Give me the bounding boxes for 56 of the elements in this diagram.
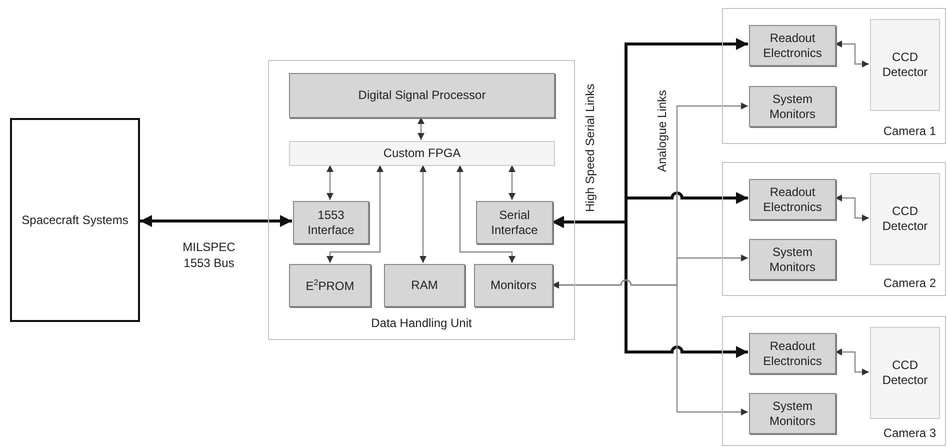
box-label: 1553 Interface <box>306 208 356 238</box>
box-label: RAM <box>410 278 439 293</box>
link-label: Analogue Links <box>655 90 669 172</box>
module-box <box>289 73 555 118</box>
module-box <box>870 19 940 111</box>
box-label: System Monitors <box>768 244 816 274</box>
link-label: High Speed Serial Links <box>583 84 597 212</box>
system-box <box>10 118 140 322</box>
module-box <box>749 86 836 127</box>
box-label: Custom FPGA <box>382 146 462 161</box>
box-label: System Monitors <box>768 398 816 428</box>
box-label: System Monitors <box>768 92 816 122</box>
box-label: CCD Detector <box>881 358 929 388</box>
box-label: Serial Interface <box>490 208 539 238</box>
camera-frame <box>722 162 946 296</box>
connector-arrow <box>835 194 869 222</box>
connector-arrow <box>420 165 426 263</box>
module-box <box>476 201 553 244</box>
connector-arrow <box>326 165 384 263</box>
box-label: Spacecraft Systems <box>20 212 130 228</box>
module-box <box>289 264 371 307</box>
frame-title: Camera 2 <box>882 276 937 291</box>
box-label: Readout Electronics <box>762 184 823 214</box>
frame-title: Data Handling Unit <box>370 316 473 331</box>
module-box <box>870 173 940 265</box>
connector-arrow <box>326 165 334 200</box>
connector-arrow <box>835 40 869 68</box>
module-box <box>293 201 369 244</box>
box-label: CCD Detector <box>881 204 929 234</box>
module-box <box>289 141 555 166</box>
connector-arrow <box>508 165 516 200</box>
camera-frame <box>722 316 946 446</box>
box-label: Monitors <box>489 278 538 293</box>
connector-arrow <box>552 216 748 358</box>
box-label: Digital Signal Processor <box>357 88 487 103</box>
frame-title: Camera 1 <box>882 124 937 139</box>
module-box <box>870 327 940 419</box>
camera-frame <box>722 8 946 144</box>
box-label: E$^{2}$PROM <box>304 278 356 294</box>
module-box <box>749 239 836 280</box>
module-box <box>474 264 553 307</box>
connector-arrow <box>835 348 869 376</box>
unit-frame <box>268 60 575 340</box>
module-box <box>749 25 836 66</box>
module-box <box>384 264 465 307</box>
connector-arrow <box>418 117 424 140</box>
module-box <box>749 333 836 374</box>
connector-arrow <box>140 215 292 227</box>
box-label: CCD Detector <box>881 50 929 80</box>
connector-arrow <box>456 165 516 263</box>
module-box <box>749 179 836 220</box>
connector-arrow <box>552 279 748 416</box>
frame-title: Camera 3 <box>882 426 937 441</box>
box-label: Readout Electronics <box>762 338 823 368</box>
module-box <box>749 393 836 434</box>
box-label: Readout Electronics <box>762 30 823 60</box>
